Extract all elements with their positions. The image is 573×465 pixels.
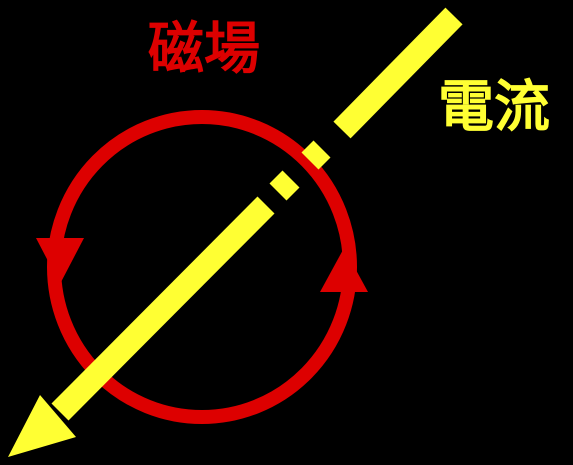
field-arrow-right-icon <box>320 248 368 292</box>
current-arrowhead-icon <box>8 395 76 457</box>
current-wire-dash-2 <box>269 170 300 201</box>
current-wire-dash-1 <box>301 140 331 170</box>
magnetic-field-label: 磁場 <box>148 17 260 82</box>
field-arrow-left-icon <box>36 238 84 284</box>
current-wire-main <box>51 196 275 421</box>
current-wire-top <box>333 7 463 139</box>
current-label: 電流 <box>438 75 550 140</box>
current-wire <box>51 7 463 421</box>
